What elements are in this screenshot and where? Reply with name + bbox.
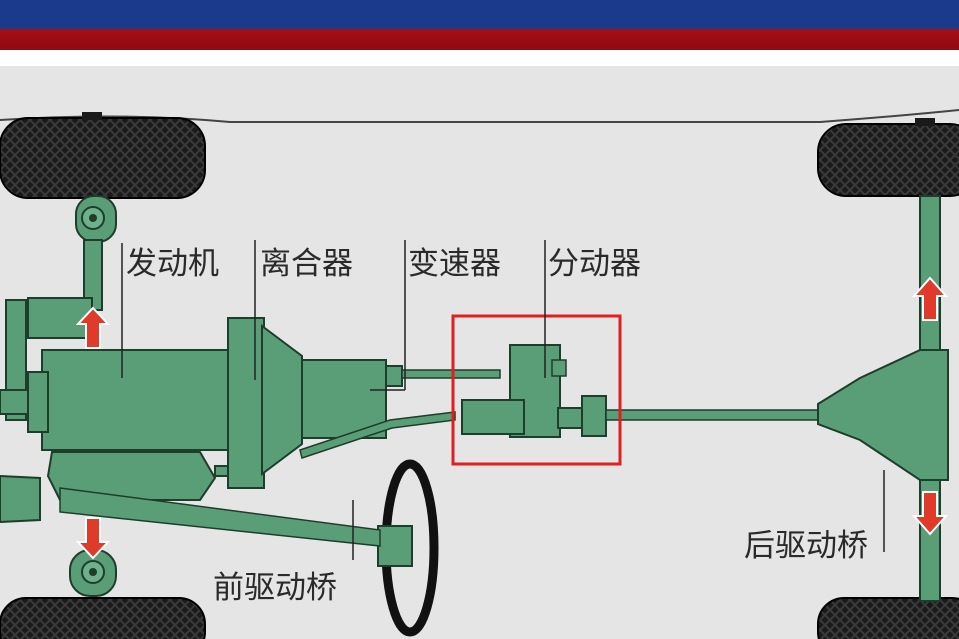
engine-block — [41, 349, 233, 451]
transfer-case-highlight-box — [451, 314, 622, 466]
arrow-up-rear-icon — [911, 276, 949, 321]
rear-left-wheel — [817, 118, 959, 197]
arrow-down-front-icon — [75, 517, 111, 560]
lower-intermediate-shaft — [299, 411, 456, 459]
label-transfer-case: 分动器 — [548, 246, 641, 282]
label-clutch: 离合器 — [260, 246, 353, 282]
label-engine: 发动机 — [126, 246, 219, 282]
rear-propeller-shaft — [605, 409, 819, 421]
steering-column — [59, 487, 381, 547]
upper-intermediate-shaft — [401, 369, 501, 379]
rear-differential — [817, 349, 949, 481]
front-left-wheel — [0, 112, 206, 199]
transmission-case — [301, 359, 387, 439]
front-axle-housing — [0, 474, 41, 524]
label-rear-axle: 后驱动桥 — [744, 528, 868, 564]
engine-fan — [0, 389, 31, 415]
transfer-case-front-output — [461, 399, 525, 435]
rear-right-wheel — [817, 597, 959, 639]
transfer-case-lever — [551, 359, 567, 377]
transmission-output — [385, 365, 403, 387]
arrow-up-front-icon — [75, 306, 111, 349]
front-left-hub — [75, 195, 117, 243]
clutch-housing — [227, 317, 265, 489]
label-front-axle: 前驱动桥 — [213, 570, 337, 606]
label-transmission: 变速器 — [408, 246, 501, 282]
header-gap — [0, 50, 959, 66]
front-right-wheel — [0, 597, 206, 639]
transfer-case-rear-output — [581, 395, 607, 437]
clutch-bell — [261, 324, 303, 476]
steering-wheel — [59, 459, 439, 637]
header-banner — [0, 0, 959, 50]
engine-front-cover — [27, 371, 49, 433]
arrow-down-rear-icon — [911, 491, 949, 536]
engine-accessory — [27, 297, 93, 339]
car-body-outline — [0, 109, 959, 123]
front-differential — [46, 451, 217, 501]
